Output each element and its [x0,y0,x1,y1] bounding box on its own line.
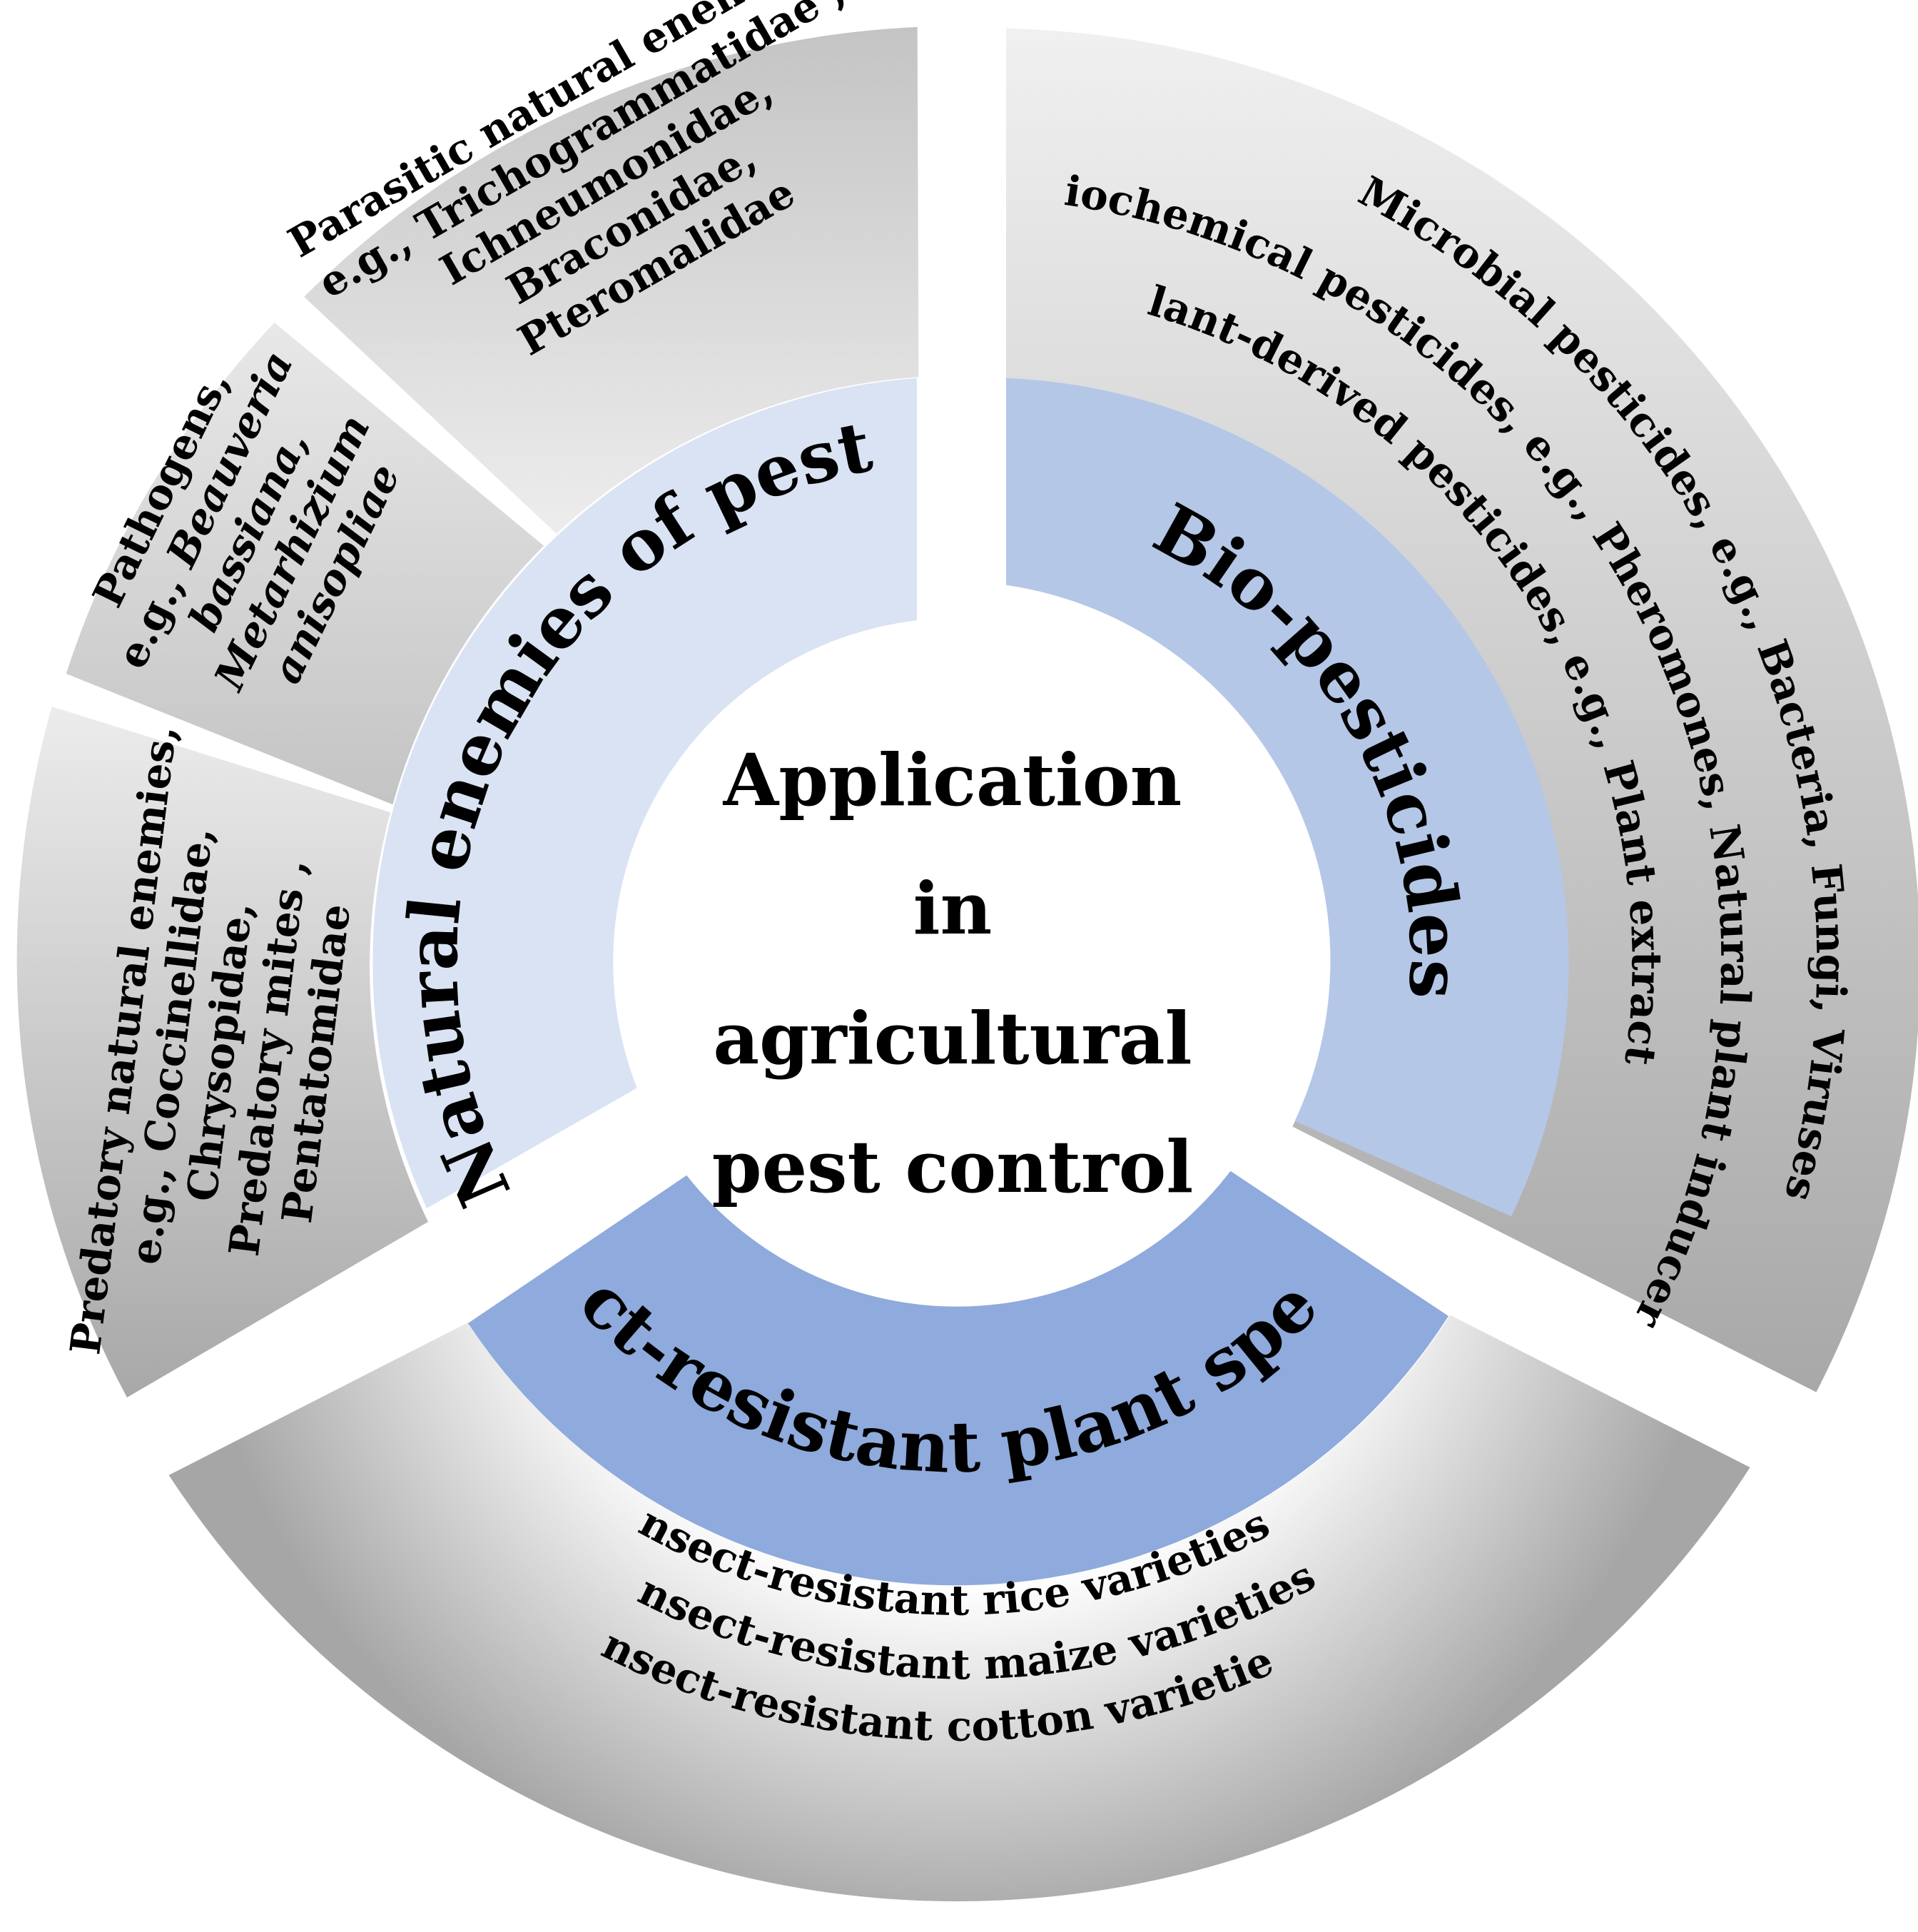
ring-segment-biopesticides [1006,378,1569,1217]
center-title-line-2: in [913,866,993,951]
ring-segment-natural-enemies [372,378,917,1208]
center-circle [626,632,1286,1292]
outer-segment-parasitic [304,26,919,534]
ring-segment-insect-resistant [468,1170,1448,1586]
outer-segment-predatory [16,707,428,1397]
outer-segment-resistant-varieties [168,1315,1750,1902]
center-title-line-3: agricultural [713,996,1192,1081]
center-title-line-1: Application [723,738,1182,822]
outer-segment-pathogens [66,323,544,805]
center-title-line-4: pest control [712,1125,1194,1209]
